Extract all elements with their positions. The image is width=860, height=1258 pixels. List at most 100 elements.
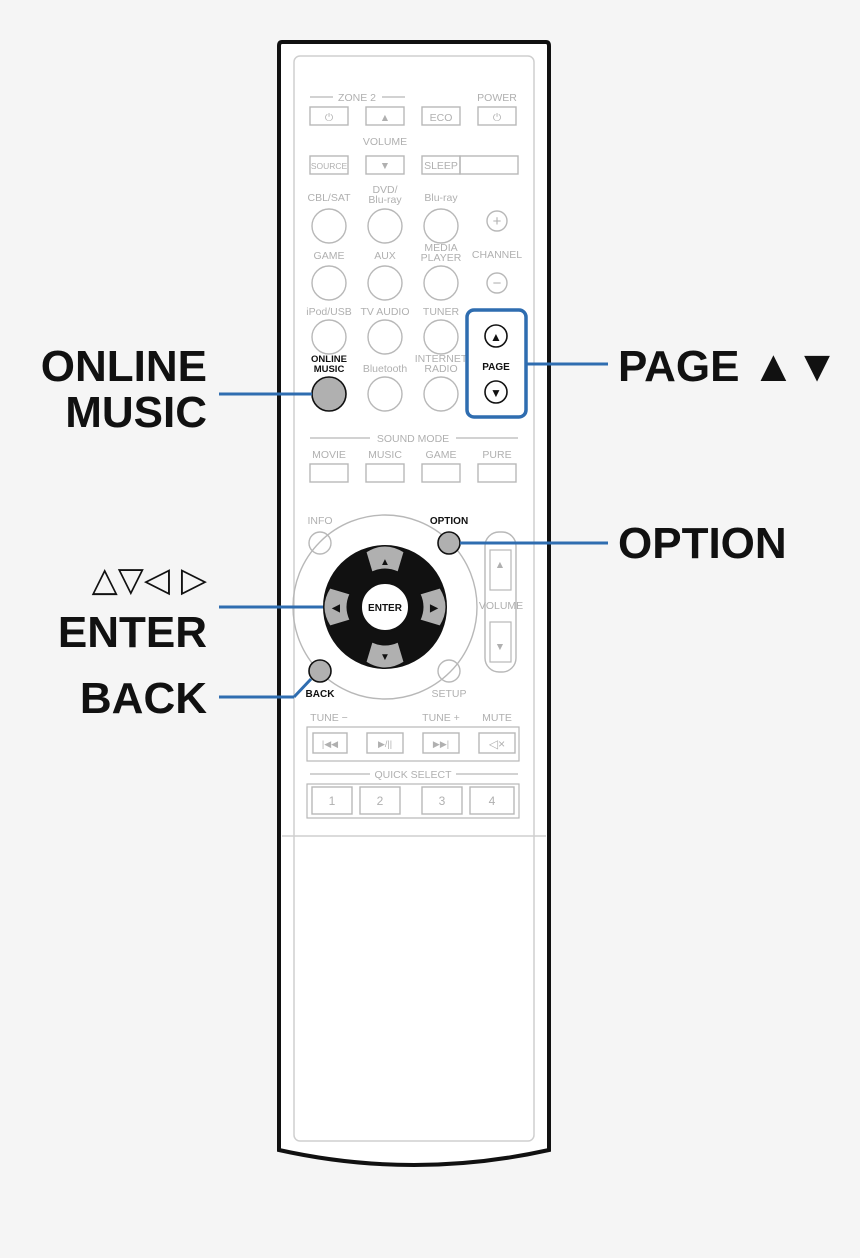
dpad-left[interactable] bbox=[323, 587, 351, 627]
dpad-right[interactable] bbox=[419, 587, 447, 627]
volume-down-icon: ▼ bbox=[495, 641, 505, 653]
movie-label: MOVIE bbox=[312, 449, 346, 461]
setup-label: SETUP bbox=[431, 688, 466, 700]
cbl-sat-button[interactable] bbox=[311, 208, 347, 244]
volume-top-label: VOLUME bbox=[363, 136, 407, 148]
mute-button[interactable]: ◁× bbox=[478, 732, 516, 754]
option-remote-label: OPTION bbox=[430, 516, 468, 527]
arrow-right-icon: ▶ bbox=[429, 603, 439, 614]
enter-button[interactable]: ENTER bbox=[360, 582, 410, 632]
bluray-label: Blu-ray bbox=[424, 192, 458, 204]
sound-mode-label: SOUND MODE bbox=[377, 433, 449, 445]
mute-icon: ◁× bbox=[489, 737, 505, 751]
quick-select-4-label: 4 bbox=[489, 794, 496, 808]
option-callout: OPTION bbox=[618, 519, 787, 568]
dvd-label-2: Blu-ray bbox=[368, 194, 402, 206]
bluetooth-button[interactable] bbox=[367, 376, 403, 412]
mute-label: MUTE bbox=[482, 712, 512, 724]
ipod-usb-button[interactable] bbox=[311, 319, 347, 355]
pure-button[interactable] bbox=[477, 463, 517, 483]
triangle-down-icon: ▼ bbox=[380, 160, 390, 172]
music-label: MUSIC bbox=[368, 449, 402, 461]
tv-audio-label: TV AUDIO bbox=[360, 306, 409, 318]
source-button[interactable]: SOURCE bbox=[309, 155, 349, 175]
zone2-up-button[interactable]: ▲ bbox=[365, 106, 405, 126]
media-player-label-2: PLAYER bbox=[421, 252, 462, 264]
online-music-callout-line2: MUSIC bbox=[65, 388, 207, 437]
quick-select-2[interactable]: 2 bbox=[359, 786, 401, 815]
arrows-callout: △▽◁ ▷ bbox=[92, 560, 208, 600]
dvd-button[interactable] bbox=[367, 208, 403, 244]
back-leader-diagonal bbox=[292, 677, 313, 699]
sleep-label: SLEEP bbox=[424, 160, 458, 172]
volume-down-button[interactable]: ▼ bbox=[365, 155, 405, 175]
game-button[interactable] bbox=[311, 265, 347, 301]
online-music-label-1: ONLINE bbox=[311, 354, 347, 365]
tuner-button[interactable] bbox=[423, 319, 459, 355]
back-button[interactable] bbox=[308, 659, 332, 683]
previous-icon: |◀◀ bbox=[322, 739, 338, 749]
triangle-up-icon: ▲ bbox=[490, 330, 502, 344]
internet-radio-button[interactable] bbox=[423, 376, 459, 412]
pure-label: PURE bbox=[482, 449, 511, 461]
volume-rocker[interactable] bbox=[484, 531, 517, 673]
movie-button[interactable] bbox=[309, 463, 349, 483]
cbl-sat-label: CBL/SAT bbox=[308, 192, 352, 204]
enter-callout: ENTER bbox=[58, 608, 207, 657]
back-remote-label: BACK bbox=[306, 689, 336, 700]
quick-select-2-label: 2 bbox=[377, 794, 384, 808]
transport-frame bbox=[306, 726, 520, 762]
next-button[interactable]: ▶▶| bbox=[422, 732, 460, 754]
tune-plus-label: TUNE + bbox=[422, 712, 460, 724]
bluray-button[interactable] bbox=[423, 208, 459, 244]
play-pause-icon: ▶/|| bbox=[378, 739, 392, 749]
music-button[interactable] bbox=[365, 463, 405, 483]
previous-button[interactable]: |◀◀ bbox=[312, 732, 348, 754]
source-bar bbox=[459, 155, 519, 175]
channel-label: CHANNEL bbox=[472, 249, 522, 261]
play-pause-button[interactable]: ▶/|| bbox=[366, 732, 404, 754]
game-mode-button[interactable] bbox=[421, 463, 461, 483]
online-music-button[interactable] bbox=[311, 376, 347, 412]
media-player-button[interactable] bbox=[423, 265, 459, 301]
online-music-callout-line1: ONLINE bbox=[41, 342, 207, 391]
online-music-label-2: MUSIC bbox=[314, 364, 345, 375]
page-up-button[interactable]: ▲ bbox=[484, 324, 508, 348]
option-button[interactable] bbox=[437, 531, 461, 555]
source-label: SOURCE bbox=[311, 161, 348, 171]
media-player-label-1: MEDIA bbox=[424, 242, 457, 254]
zone2-power-button[interactable]: ⏻ bbox=[309, 106, 349, 126]
triangle-down-icon: ▼ bbox=[490, 386, 502, 400]
dpad-down[interactable] bbox=[365, 641, 405, 669]
channel-up-button[interactable]: + bbox=[486, 210, 508, 232]
quick-select-label: QUICK SELECT bbox=[374, 769, 452, 781]
quick-select-1[interactable]: 1 bbox=[311, 786, 353, 815]
setup-button[interactable] bbox=[437, 659, 461, 683]
tune-minus-label: TUNE − bbox=[310, 712, 348, 724]
plus-icon: + bbox=[493, 213, 502, 230]
eco-button[interactable]: ECO bbox=[421, 106, 461, 126]
arrow-down-icon: ▼ bbox=[380, 652, 390, 663]
power-button[interactable]: ⏻ bbox=[477, 106, 517, 126]
arrow-up-icon: ▲ bbox=[380, 557, 390, 568]
quick-select-3[interactable]: 3 bbox=[421, 786, 463, 815]
aux-button[interactable] bbox=[367, 265, 403, 301]
channel-down-button[interactable]: − bbox=[486, 272, 508, 294]
page-down-button[interactable]: ▼ bbox=[484, 380, 508, 404]
dvd-label-1: DVD/ bbox=[372, 184, 397, 196]
quick-select-frame bbox=[306, 783, 520, 819]
quick-select-1-label: 1 bbox=[329, 794, 336, 808]
internet-radio-label-2: RADIO bbox=[424, 363, 457, 375]
next-icon: ▶▶| bbox=[433, 739, 449, 749]
power-label: POWER bbox=[477, 92, 517, 104]
dpad-up[interactable] bbox=[365, 545, 405, 573]
info-button[interactable] bbox=[308, 531, 332, 555]
minus-icon: − bbox=[493, 275, 502, 292]
eco-label: ECO bbox=[430, 112, 453, 124]
aux-label: AUX bbox=[374, 250, 396, 262]
tv-audio-button[interactable] bbox=[367, 319, 403, 355]
triangle-up-icon: ▲ bbox=[380, 112, 390, 124]
quick-select-4[interactable]: 4 bbox=[469, 786, 515, 815]
